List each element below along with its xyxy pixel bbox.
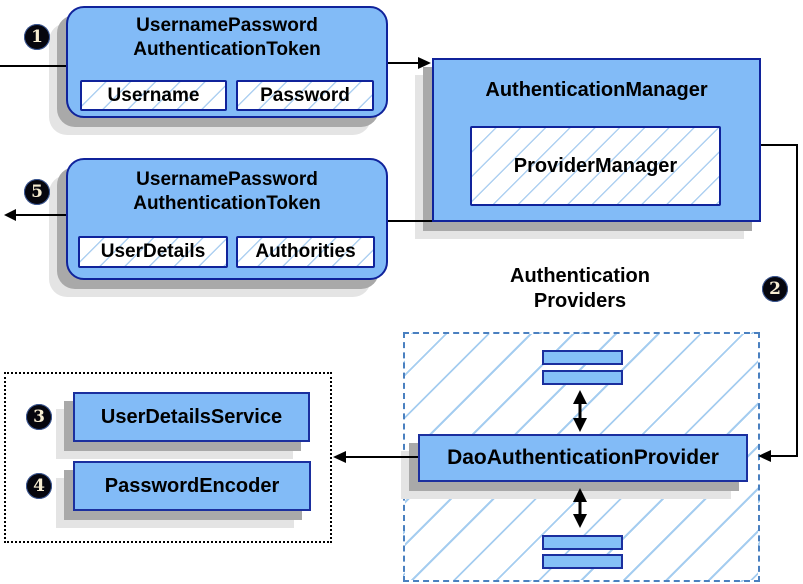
step-1-marker: 1 xyxy=(24,24,50,50)
request-token-node: UsernamePassword AuthenticationToken Use… xyxy=(66,6,388,118)
provider-bar-3 xyxy=(542,535,623,550)
authentication-manager-node: AuthenticationManager ProviderManager xyxy=(432,58,761,222)
user-details-group-box xyxy=(4,372,332,543)
outgoing-response-arrowhead xyxy=(4,209,16,221)
step-2-marker: 2 xyxy=(762,276,788,302)
authentication-providers-title-line2: Providers xyxy=(533,290,627,312)
user-details-service-node: UserDetailsService xyxy=(73,392,310,442)
response-token-title-line1: UsernamePassword xyxy=(136,169,318,190)
authorities-field: Authorities xyxy=(236,236,375,268)
token-to-manager-arrowhead xyxy=(418,57,431,69)
step-3-marker: 3 xyxy=(26,404,52,430)
request-token-title-line1: UsernamePassword xyxy=(136,15,318,36)
password-field: Password xyxy=(236,80,374,111)
provider-bar-2 xyxy=(542,370,623,385)
response-token-title: UsernamePassword AuthenticationToken xyxy=(68,168,386,216)
response-token-node: UsernamePassword AuthenticationToken Use… xyxy=(66,158,388,280)
dao-authentication-provider-node: DaoAuthenticationProvider xyxy=(418,434,748,482)
step-4-marker: 4 xyxy=(26,473,52,499)
authentication-manager-title: AuthenticationManager xyxy=(485,79,708,101)
provider-to-services-arrowhead xyxy=(333,451,346,463)
username-field: Username xyxy=(80,80,227,111)
provider-bar-4 xyxy=(542,554,623,569)
response-token-title-line2: AuthenticationToken xyxy=(133,193,321,214)
request-token-title: UsernamePassword AuthenticationToken xyxy=(68,14,386,62)
userdetails-field: UserDetails xyxy=(78,236,228,268)
password-encoder-node: PasswordEncoder xyxy=(73,461,311,511)
provider-bar-1 xyxy=(542,350,623,365)
request-token-title-line2: AuthenticationToken xyxy=(133,39,321,60)
provider-manager-node: ProviderManager xyxy=(470,126,721,206)
authentication-providers-title-line1: Authentication xyxy=(510,265,650,287)
authentication-providers-title: Authentication Providers xyxy=(455,264,705,314)
step-5-marker: 5 xyxy=(24,179,50,205)
